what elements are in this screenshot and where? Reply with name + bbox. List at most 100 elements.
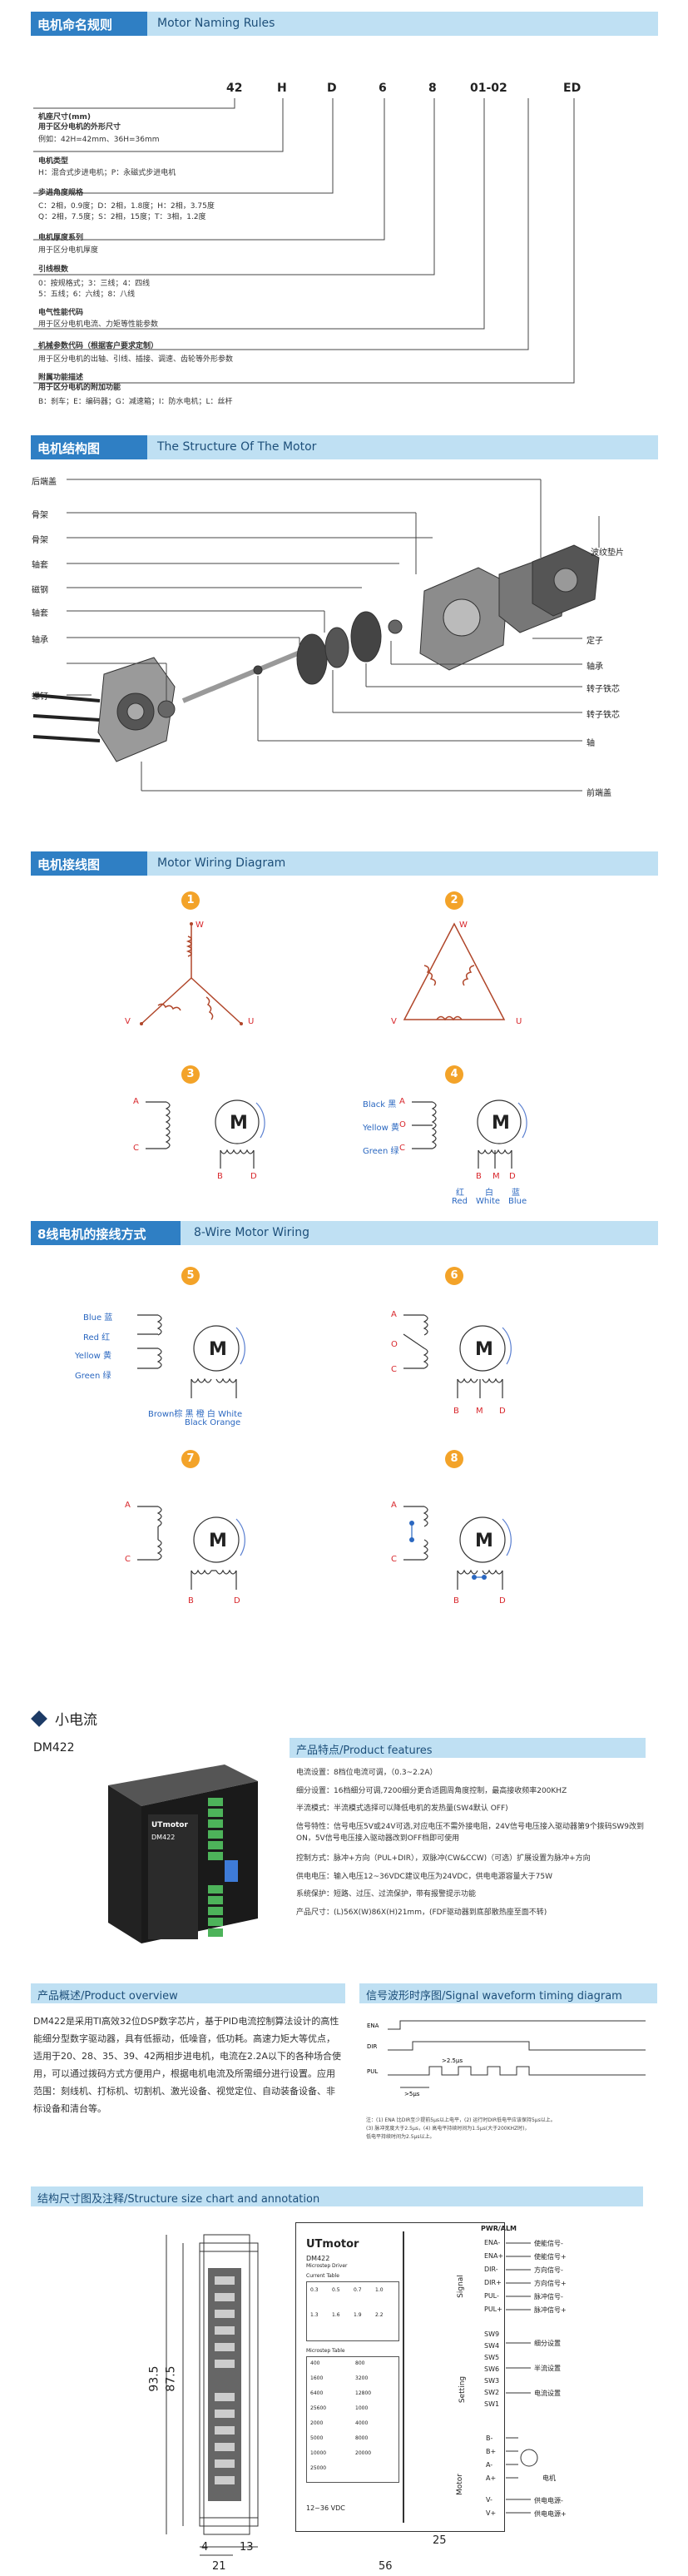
structure-header: 电机结构图 The Structure Of The Motor [31, 435, 658, 459]
pin-sw5: SW5 [484, 2354, 500, 2361]
feature-8: 产品尺寸：(L)56X(W)86X(H)21mm，(FDF驱动器到底部散热座至面… [296, 1908, 547, 1917]
label-stator: 定子 [587, 637, 603, 646]
microstep-table-cell: 3200 [355, 2375, 369, 2381]
section-diamond-icon [31, 1710, 47, 1727]
dimension-title: 结构尺寸图及注释/Structure size chart and annota… [37, 2193, 320, 2206]
ann-motor: 电机 [542, 2474, 556, 2482]
svg-text:M: M [475, 1339, 493, 1360]
diagram-number-1: 1 [181, 891, 200, 910]
pin-v-plus: V+ [486, 2509, 497, 2517]
code-attach: ED [563, 82, 582, 95]
feature-5: 控制方式：脉冲+方向（PUL+DIR），双脉冲(CW&CCW)（可选）扩展设置为… [296, 1854, 591, 1863]
item-size-desc: 例如：42H=42mm、36H=36mm [38, 136, 160, 144]
feature-4b: ON，5V信号电压接入驱动器改到OFF档即可使用 [296, 1834, 460, 1843]
svg-text:M: M [475, 1531, 493, 1551]
d4-red-cn: 红 [456, 1189, 464, 1198]
pin-pwr: PWR/ALM [481, 2225, 517, 2232]
current-table-cell: 1.3 [310, 2312, 319, 2318]
timing-note-2: (3) 脉冲宽度大于2.5μs，(4) 高电平持续时间为1.5μs(大于200K… [366, 2126, 530, 2132]
dimension-header: 结构尺寸图及注释/Structure size chart and annota… [31, 2186, 643, 2206]
naming-connector-lines [33, 98, 575, 384]
d6-o: O [391, 1340, 398, 1349]
pin-v-minus: V- [486, 2496, 492, 2504]
structure-header-en: The Structure Of The Motor [157, 440, 317, 454]
naming-header: 电机命名规则 Motor Naming Rules [31, 12, 658, 36]
item-attach-title: 附属功能描述 [38, 374, 84, 382]
d5-blue: Blue 蓝 [83, 1313, 113, 1323]
current-table-cell: 0.7 [354, 2287, 362, 2293]
microstep-table-cell: 25000 [310, 2465, 327, 2471]
dim-wd: 25 [433, 2534, 447, 2547]
wiring-header-cn: 电机接线图 [37, 857, 101, 872]
diagram-number-5: 5 [181, 1267, 200, 1285]
d4-d: D [509, 1172, 516, 1181]
naming-header-en: Motor Naming Rules [157, 17, 275, 30]
d6-m: M [476, 1407, 483, 1416]
d3-c: C [133, 1144, 139, 1153]
feature-4: 信号特性：信号电压5V或24V可选,对应电压不需外接电阻，24V信号电压接入驱动… [296, 1823, 645, 1831]
wiring-header-en: Motor Wiring Diagram [157, 856, 286, 870]
item-step-desc2: Q：2相，7.5度；S：2相，15度；T：3相，1.2度 [38, 213, 206, 221]
pin-pul-plus: PUL+ [484, 2305, 502, 2313]
item-elec-title: 电气性能代码 [38, 309, 84, 317]
current-table-cell: 0.5 [332, 2287, 340, 2293]
item-type-title: 电机类型 [38, 157, 69, 166]
eight-wire-header-en: 8-Wire Motor Wiring [194, 1226, 310, 1239]
pin-pul-minus: PUL- [484, 2292, 499, 2300]
ann-half-current: 半流设置 [534, 2365, 561, 2372]
microstep-table-cell: 4000 [355, 2420, 369, 2426]
label-sleeve-1: 轴套 [32, 561, 48, 570]
d4-blue-cn: 蓝 [512, 1189, 520, 1198]
pin-b-plus: B+ [486, 2448, 497, 2455]
microstep-table-cell: 25600 [310, 2405, 327, 2411]
label-rotor-core-1: 转子铁芯 [587, 685, 620, 694]
d4-m: M [492, 1172, 500, 1181]
features-title: 产品特点/Product features [296, 1745, 433, 1757]
d8-a: A [391, 1501, 397, 1510]
ann-ena-plus: 使能信号+ [534, 2253, 567, 2261]
star-v: V [125, 1017, 131, 1026]
timing-pul: PUL [367, 2068, 378, 2075]
two-phase-diagrams: M M [146, 1099, 527, 1169]
d7-a: A [125, 1501, 131, 1510]
dim-we: 56 [379, 2560, 393, 2573]
d4-c: C [399, 1144, 405, 1153]
d4-blue-en: Blue [508, 1197, 527, 1206]
star-u: U [248, 1017, 255, 1026]
panel-model-sub: Microstep Driver [306, 2263, 348, 2269]
group-signal: Signal [456, 2275, 465, 2298]
microstep-table-cell: 6400 [310, 2390, 324, 2396]
d4-white-en: White [476, 1197, 501, 1206]
label-wave-washer: 波纹垫片 [591, 548, 624, 558]
dim-h1: 93.5 [147, 2365, 161, 2392]
d4-black: Black 黑 [363, 1100, 397, 1109]
delta-v: V [391, 1017, 397, 1026]
pin-sw9: SW9 [484, 2330, 500, 2338]
d5-red: Red 红 [83, 1333, 111, 1343]
d6-c: C [391, 1365, 397, 1374]
panel-model: DM422 [306, 2255, 330, 2262]
label-rear-cover: 后端盖 [32, 478, 57, 487]
d8-d: D [499, 1596, 506, 1606]
code-step: D [327, 82, 337, 95]
microstep-table-cell: 400 [310, 2360, 320, 2366]
microstep-table-cell: 20000 [355, 2450, 372, 2456]
timing-note-1: 注：(1) ENA 比DIR至少提前5μs以上电平，(2) 运行时DIR低电平应… [366, 2117, 556, 2123]
naming-header-cn: 电机命名规则 [37, 17, 113, 32]
microstep-table-cell: 8000 [355, 2435, 369, 2441]
d4-white-cn: 白 [485, 1189, 493, 1198]
overview-text: DM422是采用TI高效32位DSP数字芯片，基于PID电流控制算法设计的高性能… [33, 2016, 342, 2114]
overview-header: 产品概述/Product overview [31, 1983, 345, 2003]
diagram-number-7: 7 [181, 1450, 200, 1468]
item-elec-desc: 用于区分电机电流、力矩等性能参数 [38, 320, 159, 329]
d3-a: A [133, 1097, 139, 1106]
diagram-number-4: 4 [445, 1065, 463, 1084]
label-bearing-right: 轴承 [587, 663, 603, 672]
diagram-number-6: 6 [445, 1267, 463, 1285]
diagram-number-8: 8 [445, 1450, 463, 1468]
dim-wb: 13 [240, 2541, 254, 2554]
feature-2: 细分设置：16档细分可调,7200细分更合适圆周角度控制，最高接收频率200KH… [296, 1787, 567, 1795]
code-thick: 6 [379, 82, 387, 95]
